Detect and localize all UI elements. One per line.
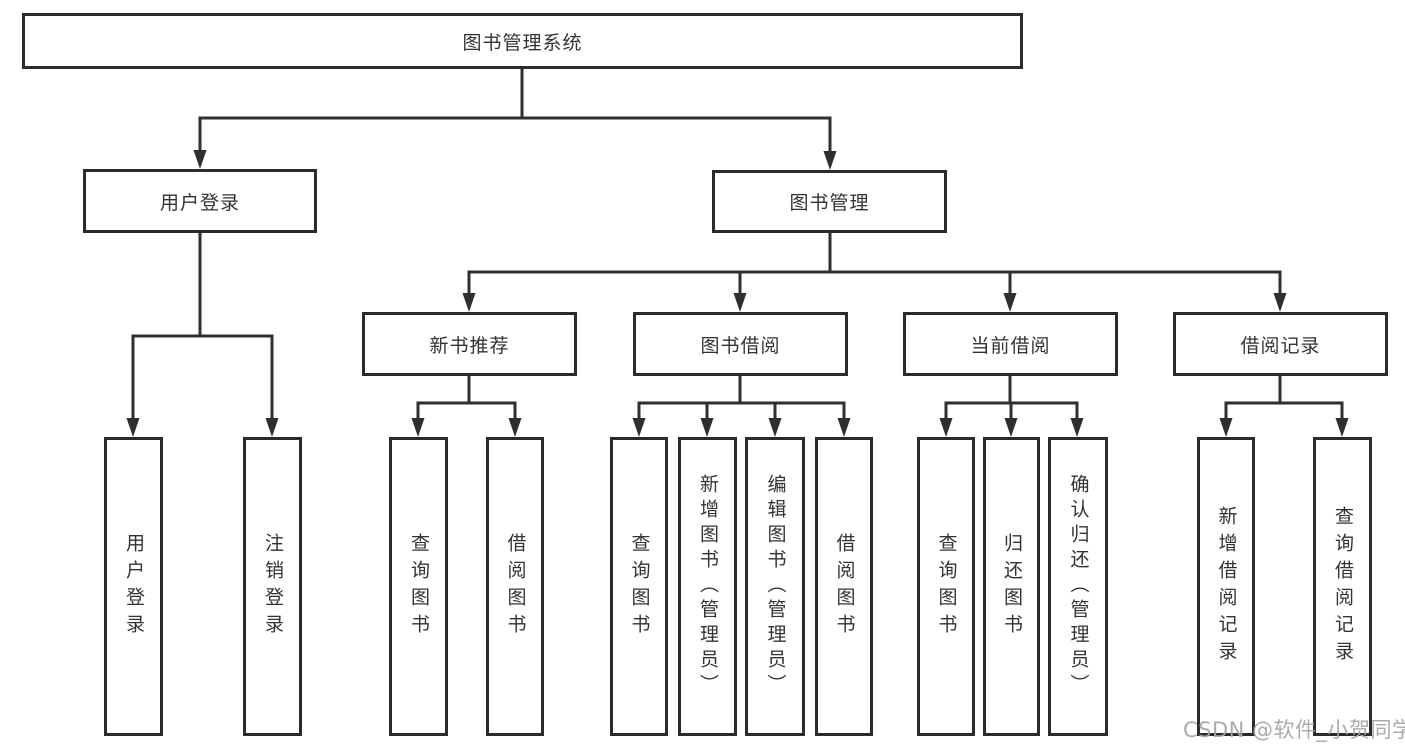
leaf-query-books-current: 查询图书: [917, 437, 975, 736]
leaf-logout: 注销登录: [243, 437, 302, 736]
node-borrow-records: 借阅记录: [1173, 312, 1388, 376]
csdn-watermark: CSDN @软件_小贺同学: [1183, 718, 1405, 742]
leaf-add-borrow-record: 新增借阅记录: [1197, 437, 1255, 736]
leaf-query-books-recommend: 查询图书: [389, 437, 448, 736]
node-book-management: 图书管理: [712, 170, 947, 233]
leaf-return-books: 归还图书: [983, 437, 1040, 736]
leaf-confirm-return-admin: 确认归还（管理员）: [1048, 437, 1108, 736]
node-new-book-recommend: 新书推荐: [362, 312, 577, 376]
leaf-user-login: 用户登录: [104, 437, 163, 736]
leaf-borrow-books-recommend: 借阅图书: [486, 437, 544, 736]
leaf-query-borrow-record: 查询借阅记录: [1313, 437, 1372, 736]
leaf-add-book-admin: 新增图书（管理员）: [678, 437, 737, 736]
leaf-query-books-borrow: 查询图书: [610, 437, 668, 736]
leaf-borrow-books: 借阅图书: [815, 437, 873, 736]
node-root: 图书管理系统: [22, 13, 1023, 69]
leaf-edit-book-admin: 编辑图书（管理员）: [745, 437, 805, 736]
node-current-borrow: 当前借阅: [903, 312, 1118, 376]
node-book-borrow: 图书借阅: [633, 312, 848, 376]
node-user-login: 用户登录: [83, 169, 317, 233]
